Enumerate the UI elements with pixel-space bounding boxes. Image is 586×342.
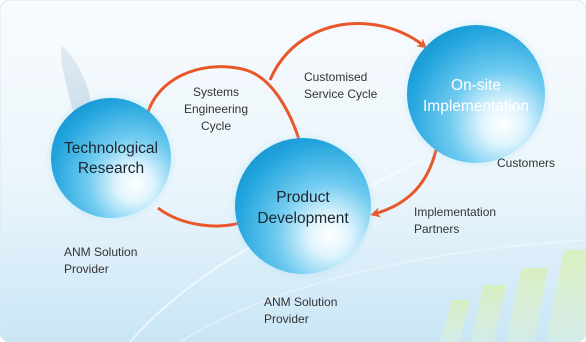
implementation-partners-line2: Partners xyxy=(414,222,459,236)
customised-service-cycle-arc-top xyxy=(268,21,428,81)
product-development-line2: Development xyxy=(257,210,349,227)
systems-engineering-label-line1: Systems xyxy=(193,85,239,99)
customised-service-label-line2: Service Cycle xyxy=(304,87,378,101)
technological-research-caption-line1: ANM Solution xyxy=(64,245,137,259)
onsite-implementation-line2: Implementation xyxy=(423,98,529,115)
product-development-caption-line1: ANM Solution xyxy=(264,295,337,309)
product-development-caption-line2: Provider xyxy=(264,312,309,326)
node-product-development: Product Development xyxy=(229,132,377,280)
decorative-swoosh-lower xyxy=(179,239,586,342)
systems-engineering-cycle-arc-top xyxy=(146,65,306,154)
technological-research-line2: Research xyxy=(78,160,144,177)
implementation-partners-line1: Implementation xyxy=(414,205,496,219)
technological-research-caption-line2: Provider xyxy=(64,262,109,276)
systems-engineering-label-line2: Engineering xyxy=(184,102,248,116)
systems-engineering-label-line3: Cycle xyxy=(201,119,231,133)
customised-service-label-line1: Customised xyxy=(304,70,367,84)
node-technological-research: Technological Research xyxy=(45,92,177,224)
technological-research-line1: Technological xyxy=(64,140,158,157)
onsite-implementation-caption: Customers xyxy=(497,156,555,170)
decorative-green-bars xyxy=(440,250,586,342)
product-development-line1: Product xyxy=(276,189,330,206)
onsite-implementation-line1: On-site xyxy=(451,77,501,94)
customised-service-cycle-arc-bottom xyxy=(370,149,438,218)
node-onsite-implementation: On-site Implementation xyxy=(401,19,551,169)
